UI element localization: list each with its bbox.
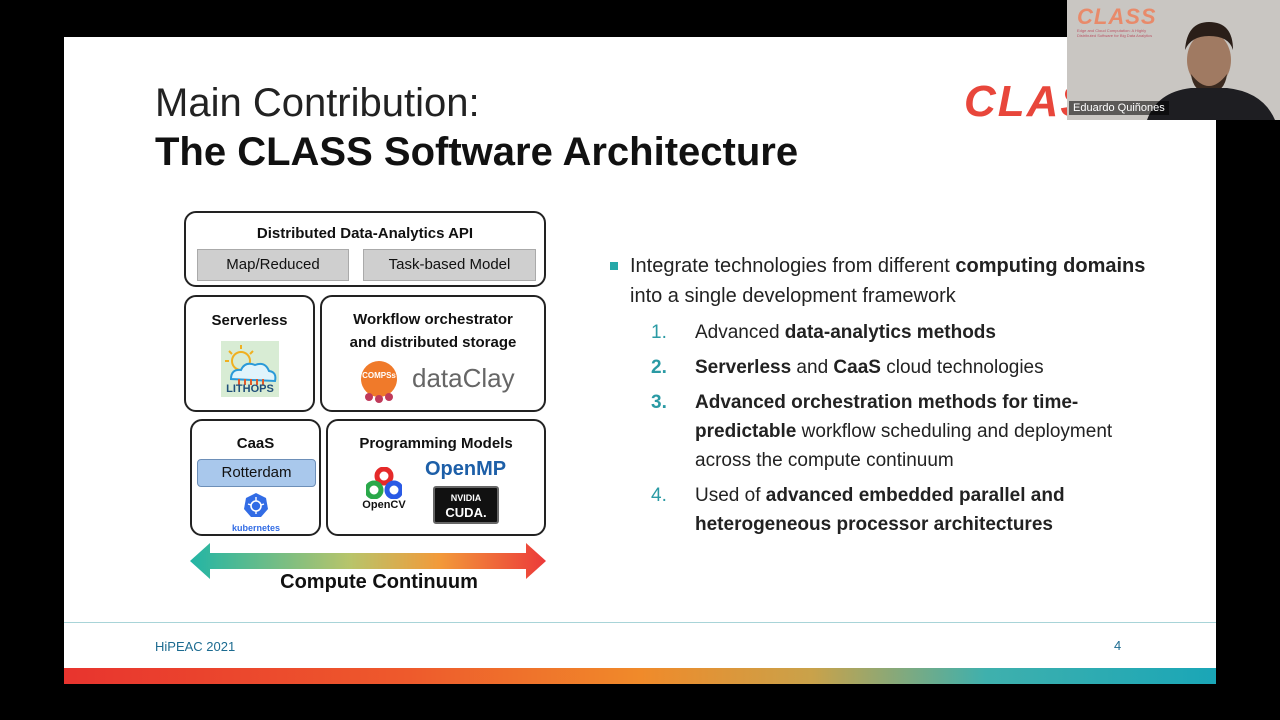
webcam-class-logo: CLASS [1077, 4, 1157, 29]
serverless-box-title: Serverless [211, 312, 288, 329]
bullet-main-text2: into a single development framework [630, 285, 956, 307]
compute-continuum-arrow [190, 543, 546, 579]
class-corner-logo-text: CLASS [964, 77, 1074, 122]
rotterdam-label: Rotterdam [197, 459, 316, 487]
sub-item-2-bold1: Serverless [695, 357, 792, 378]
dataclay-logo-text: dataClay [412, 363, 515, 393]
bullet-main-bold1: computing domains [955, 255, 1146, 277]
sub-item-4: 4. Used of advanced embedded parallel an… [651, 481, 1135, 539]
sub-item-1: 1. Advanced data-analytics methods [651, 318, 1135, 347]
cuda-logo-text: CUDA. [445, 505, 487, 520]
square-bullet-icon [610, 262, 618, 270]
sub-item-4-number: 4. [651, 485, 667, 506]
slide-title-line2: The CLASS Software Architecture [155, 130, 799, 174]
sub-item-3: 3. Advanced orchestration methods for ti… [651, 388, 1135, 475]
webcam-class-subtitle: Edge and Cloud Computation: A Highly Dis… [1077, 28, 1153, 38]
bullet-main: Integrate technologies from different co… [610, 251, 1170, 311]
sub-item-4-text1: Used of [695, 485, 766, 506]
footer-gradient-bar [64, 668, 1216, 684]
programming-models-title: Programming Models [359, 435, 513, 452]
bullet-main-text1: Integrate technologies from different [630, 255, 956, 277]
sub-item-1-text1: Advanced [695, 322, 785, 343]
kubernetes-wheel-icon [244, 493, 268, 517]
caas-box: CaaS Rotterdam kubernetes [190, 419, 321, 536]
speaker-name-label: Eduardo Quiñones [1069, 101, 1169, 115]
sub-item-3-number: 3. [651, 392, 667, 413]
sub-item-2-text2: cloud technologies [880, 357, 1044, 378]
nvidia-logo-text: NVIDIA [450, 493, 482, 503]
workflow-box-title-line2: and distributed storage [349, 334, 517, 351]
programming-models-box: Programming Models OpenCV OpenMP NVIDIA … [326, 419, 546, 536]
footer-event-label: HiPEAC 2021 [155, 639, 236, 654]
speaker-webcam-tile[interactable]: CLASS Edge and Cloud Computation: A High… [1067, 0, 1280, 120]
openmp-logo-text: OpenMP [425, 458, 507, 480]
class-corner-logo: CLASS [964, 77, 1074, 122]
sub-item-1-number: 1. [651, 322, 667, 343]
task-based-model-label: Task-based Model [363, 249, 536, 281]
serverless-box: Serverless LITHOPS [184, 295, 315, 412]
nvidia-cuda-badge: NVIDIA CUDA. [433, 486, 499, 524]
opencv-logo-text: OpenCV [362, 499, 406, 511]
lithops-logo-text: LITHOPS [226, 383, 274, 395]
sub-item-4-bold1: advanced embedded parallel and heterogen… [695, 485, 1065, 535]
sub-item-2: 2. Serverless and CaaS cloud technologie… [651, 353, 1135, 382]
page-number: 4 [1114, 638, 1122, 653]
sub-item-3-bold1: Advanced orchestration methods for time-… [695, 392, 1079, 442]
compss-logo-icon [361, 361, 397, 403]
sub-item-3-text1: workflow scheduling and deployment acros… [695, 421, 1113, 471]
opencv-logo-icon [366, 467, 402, 499]
api-box: Distributed Data-Analytics API Map/Reduc… [184, 211, 546, 287]
sub-item-1-bold1: data-analytics methods [784, 322, 996, 343]
speaker-silhouette-icon [1147, 22, 1275, 120]
presentation-slide: Main Contribution: The CLASS Software Ar… [64, 37, 1216, 684]
map-reduced-label: Map/Reduced [197, 249, 349, 281]
sub-item-2-number: 2. [651, 357, 667, 378]
slide-title-line1: Main Contribution: [155, 81, 480, 125]
kubernetes-logo-text: kubernetes [231, 523, 281, 533]
lithops-cloud-icon [221, 341, 279, 397]
workflow-box-title-line1: Workflow orchestrator [353, 311, 513, 328]
footer-divider [64, 622, 1216, 623]
sub-item-2-bold2: CaaS [833, 357, 881, 378]
api-box-title: Distributed Data-Analytics API [256, 225, 474, 242]
compss-logo-text: COMPSs [362, 371, 396, 380]
sub-item-2-text1: and [791, 357, 834, 378]
caas-box-title: CaaS [236, 435, 275, 452]
compute-continuum-label: Compute Continuum [280, 571, 478, 593]
workflow-box: Workflow orchestrator and distributed st… [320, 295, 546, 412]
